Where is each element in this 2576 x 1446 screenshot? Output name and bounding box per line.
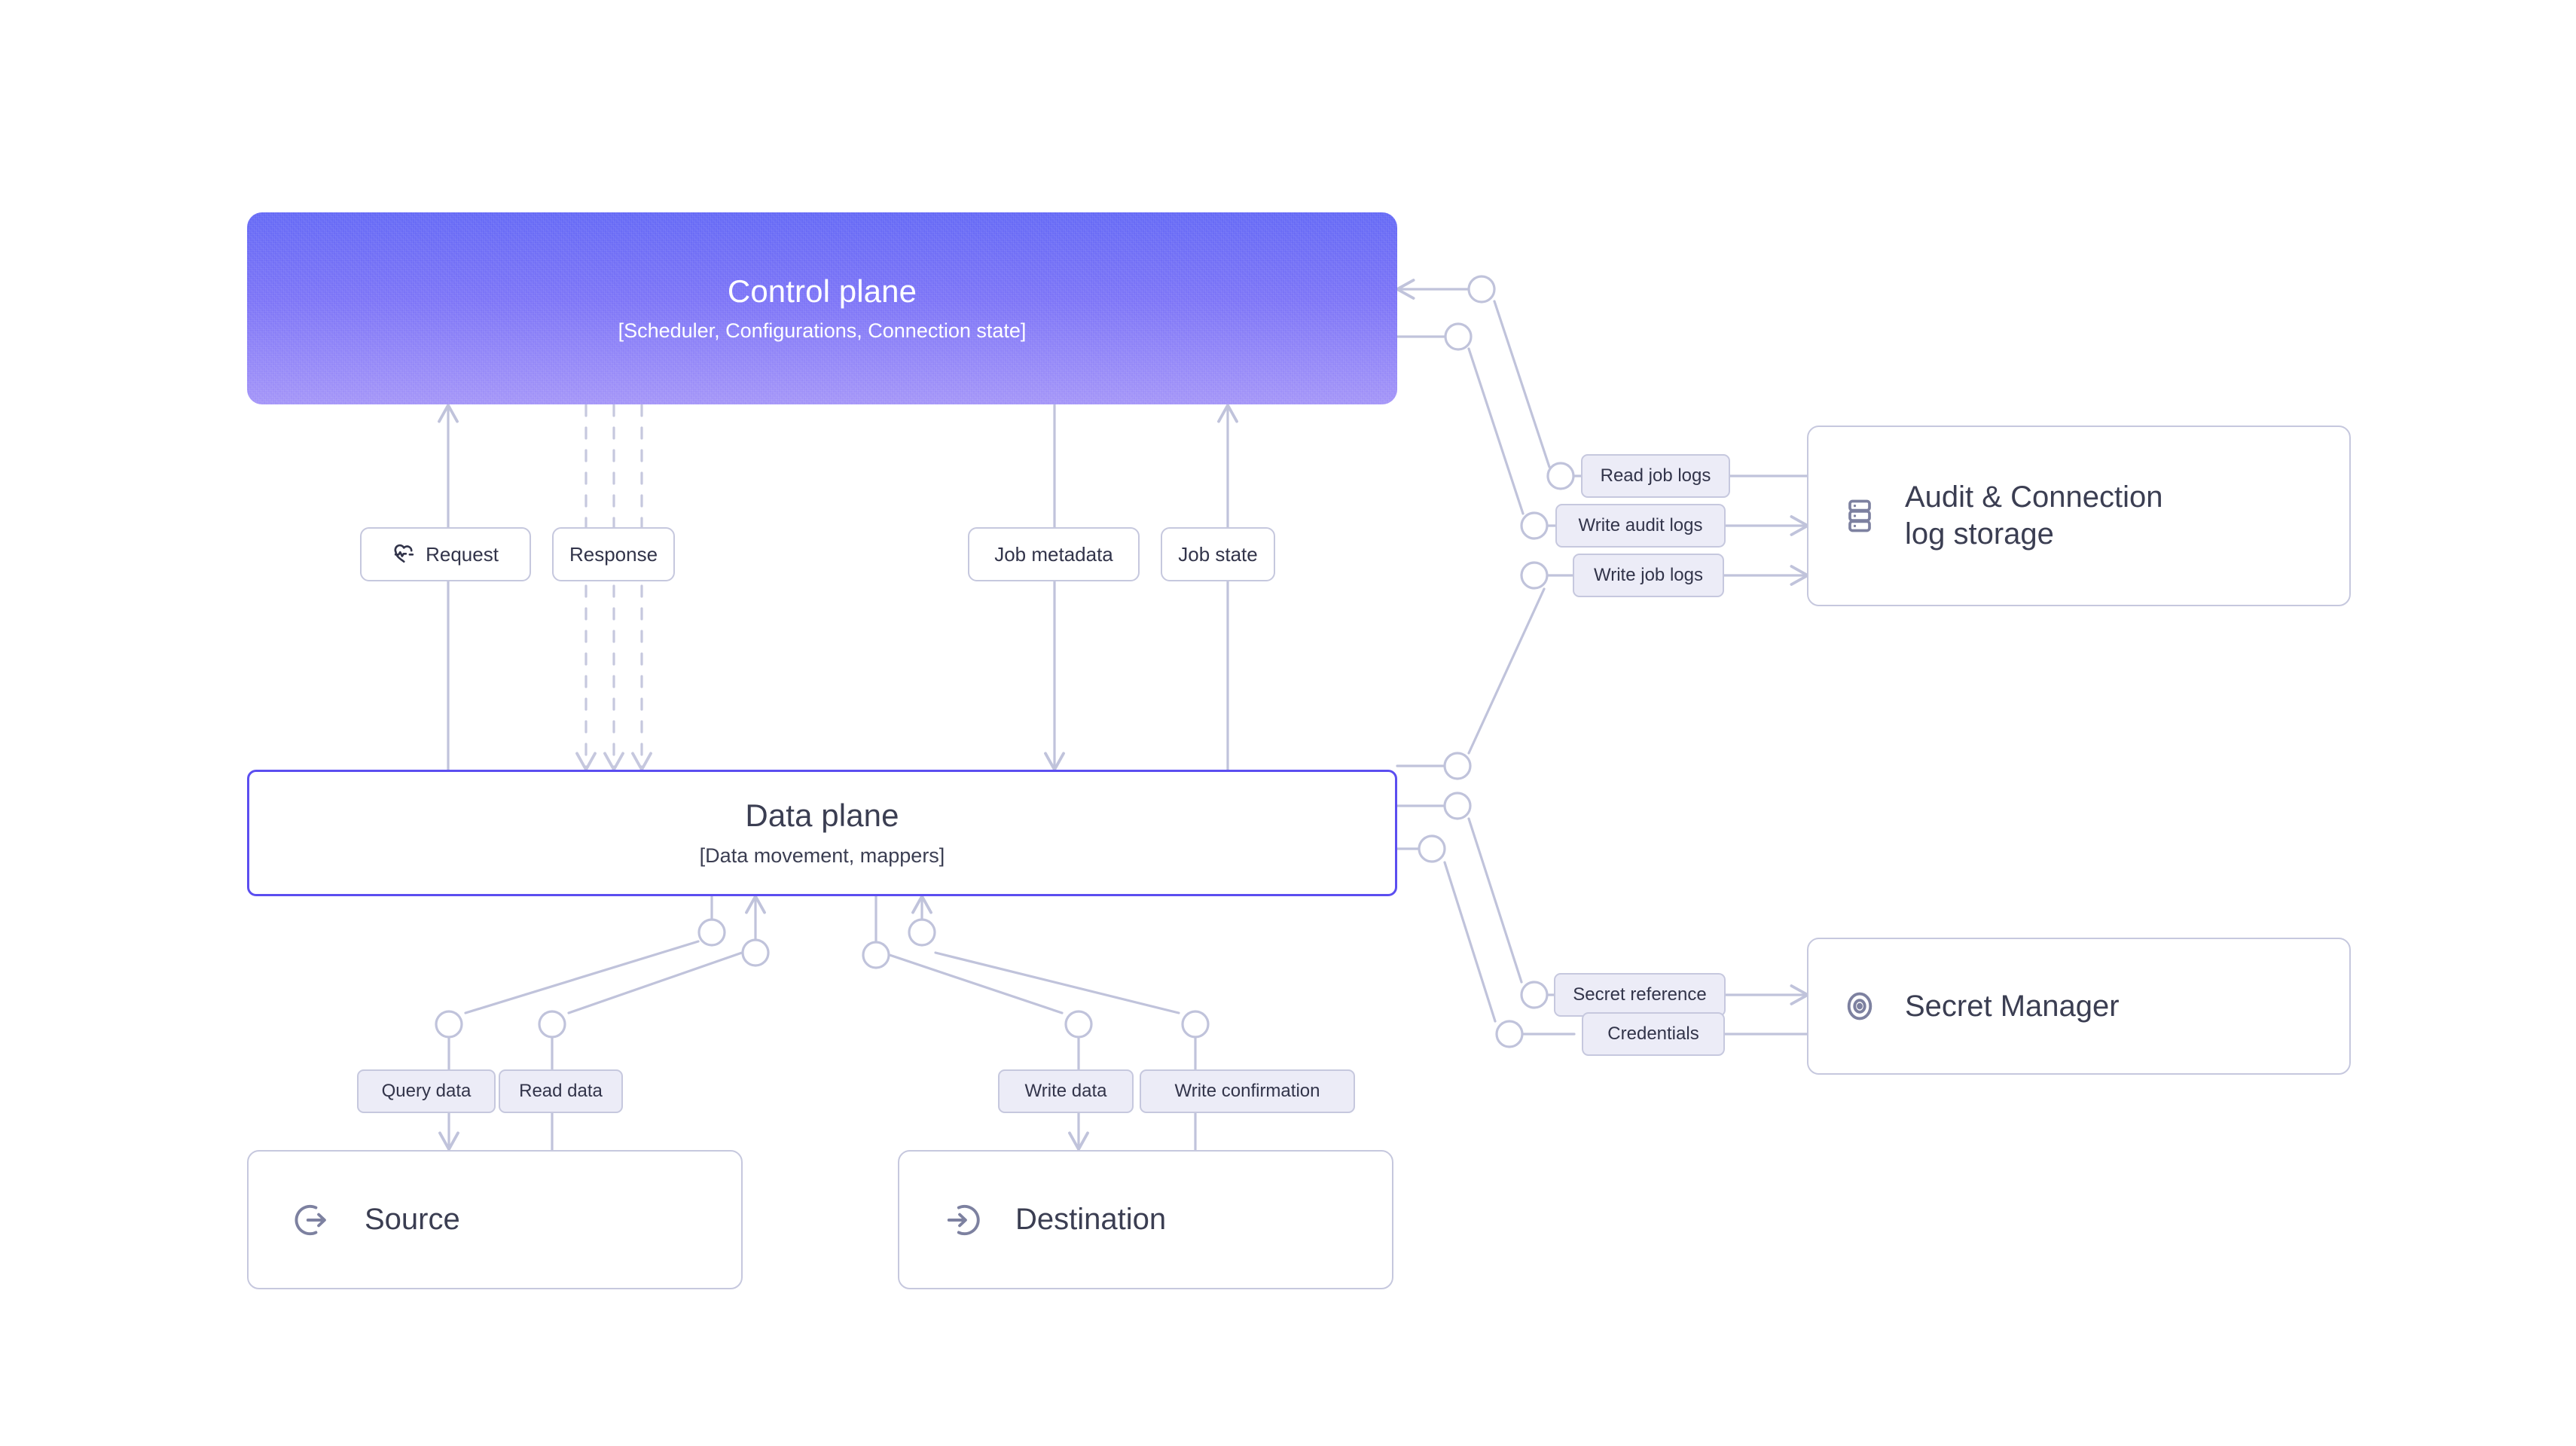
data-plane-subtitle: [Data movement, mappers]	[699, 844, 945, 867]
data-plane-node[interactable]: Data plane [Data movement, mappers]	[247, 770, 1397, 896]
destination-label: Destination	[1015, 1203, 1167, 1237]
source-label: Source	[365, 1203, 460, 1237]
edge-label-response[interactable]: Response	[552, 527, 675, 581]
wire-write-confirmation-b	[934, 951, 1180, 1014]
junction-dot	[1443, 752, 1472, 780]
edge-label-write-data-text: Write data	[1024, 1081, 1107, 1101]
edge-label-read-job-logs-text: Read job logs	[1600, 465, 1711, 486]
control-plane-subtitle: [Scheduler, Configurations, Connection s…	[618, 319, 1027, 343]
edge-label-secret-reference-text: Secret reference	[1573, 984, 1707, 1005]
edge-label-write-job-logs[interactable]: Write job logs	[1573, 554, 1724, 597]
wire-write-data-b	[888, 953, 1064, 1014]
target-eye-icon	[1847, 992, 1872, 1020]
junction-dot	[908, 918, 936, 947]
secret-manager-label: Secret Manager	[1905, 989, 2120, 1023]
edge-label-job-state[interactable]: Job state	[1161, 527, 1275, 581]
arrow-in-circle-icon	[947, 1204, 980, 1235]
edge-label-job-metadata-text: Job metadata	[994, 542, 1113, 566]
junction-dot	[1064, 1010, 1093, 1039]
data-plane-title: Data plane	[745, 798, 899, 834]
arrow-out-circle-icon	[295, 1204, 326, 1235]
junction-dot	[1467, 275, 1496, 304]
edge-label-job-metadata[interactable]: Job metadata	[968, 527, 1140, 581]
wire-read-data-b	[567, 951, 743, 1014]
audit-log-storage-node[interactable]: Audit & Connection log storage	[1807, 426, 2351, 606]
edge-label-credentials-text: Credentials	[1607, 1023, 1699, 1044]
junction-dot	[1418, 834, 1446, 863]
audit-log-storage-line-2: log storage	[1905, 517, 2054, 551]
junction-dot	[1495, 1020, 1524, 1048]
edge-label-response-text: Response	[569, 542, 658, 566]
wire-write-audit-logs-b	[1467, 347, 1525, 515]
source-node[interactable]: Source	[247, 1150, 743, 1289]
junction-dot	[1181, 1010, 1210, 1039]
junction-dot	[1444, 322, 1473, 351]
edge-label-read-data[interactable]: Read data	[499, 1069, 623, 1113]
edge-label-write-confirmation[interactable]: Write confirmation	[1140, 1069, 1355, 1113]
edge-label-write-audit-logs-text: Write audit logs	[1578, 515, 1703, 535]
junction-dot	[435, 1010, 463, 1039]
junction-dot	[697, 918, 726, 947]
destination-node[interactable]: Destination	[898, 1150, 1393, 1289]
wire-write-job-logs-b	[1467, 587, 1546, 755]
audit-log-storage-label: Audit & Connection log storage	[1905, 479, 2162, 553]
junction-dot	[1546, 462, 1575, 490]
edge-label-write-data[interactable]: Write data	[998, 1069, 1134, 1113]
edge-label-job-state-text: Job state	[1178, 542, 1258, 566]
junction-dot	[741, 938, 770, 967]
control-plane-node[interactable]: Control plane [Scheduler, Configurations…	[247, 212, 1397, 404]
wire-credentials-b	[1443, 861, 1497, 1023]
junction-dot	[1443, 792, 1472, 820]
wire-query-data-b	[464, 940, 700, 1014]
edge-label-query-data[interactable]: Query data	[357, 1069, 496, 1113]
database-stack-icon	[1848, 499, 1871, 532]
junction-dot	[862, 941, 890, 969]
edge-label-credentials[interactable]: Credentials	[1582, 1012, 1725, 1056]
edge-label-query-data-text: Query data	[381, 1081, 472, 1101]
audit-log-storage-line-1: Audit & Connection	[1905, 480, 2163, 514]
edge-label-write-confirmation-text: Write confirmation	[1174, 1081, 1320, 1101]
edge-label-write-job-logs-text: Write job logs	[1594, 565, 1703, 585]
junction-dot	[1520, 561, 1549, 590]
junction-dot	[1520, 511, 1549, 540]
control-plane-title: Control plane	[727, 273, 917, 309]
secret-manager-node[interactable]: Secret Manager	[1807, 938, 2351, 1075]
edge-label-write-audit-logs[interactable]: Write audit logs	[1555, 504, 1726, 548]
wire-secret-reference-b	[1467, 817, 1523, 984]
junction-dot	[538, 1010, 566, 1039]
junction-dot	[1520, 981, 1549, 1009]
heart-pulse-icon	[394, 544, 414, 563]
edge-label-request-text: Request	[426, 542, 499, 566]
wire-read-job-logs-b	[1493, 300, 1551, 468]
edge-label-read-job-logs[interactable]: Read job logs	[1581, 454, 1730, 498]
edge-label-secret-reference[interactable]: Secret reference	[1554, 973, 1726, 1017]
edge-label-read-data-text: Read data	[519, 1081, 603, 1101]
edge-label-request[interactable]: Request	[360, 527, 531, 581]
